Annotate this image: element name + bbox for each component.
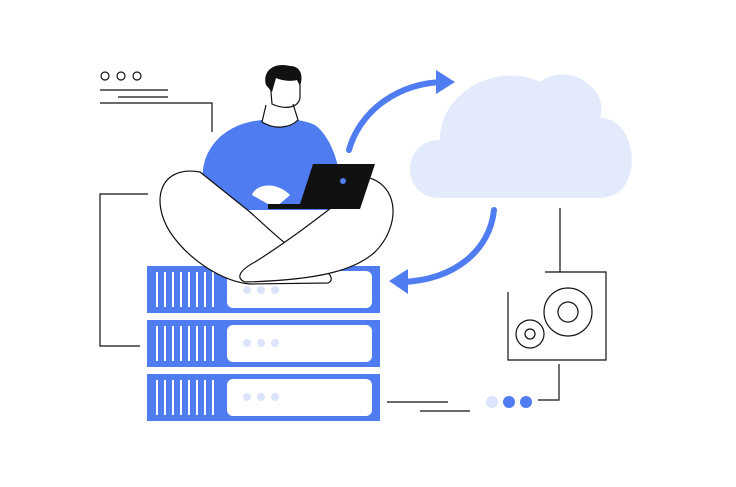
hand [252, 185, 290, 208]
window-dots-icon [100, 71, 168, 98]
hair [265, 64, 302, 92]
gears-icon [507, 271, 607, 361]
laptop-icon [268, 164, 375, 209]
cloud-icon [410, 74, 632, 198]
sync-arrows-icon [346, 79, 497, 285]
arrow-head-icon [389, 269, 408, 294]
progress-dots [486, 396, 532, 408]
server-unit [147, 320, 380, 367]
arrow-head-icon [436, 70, 455, 94]
server-unit [147, 374, 380, 421]
connector-lines [99, 102, 561, 412]
person [159, 64, 394, 285]
laptop-logo [340, 178, 346, 184]
server-stack [147, 266, 380, 421]
